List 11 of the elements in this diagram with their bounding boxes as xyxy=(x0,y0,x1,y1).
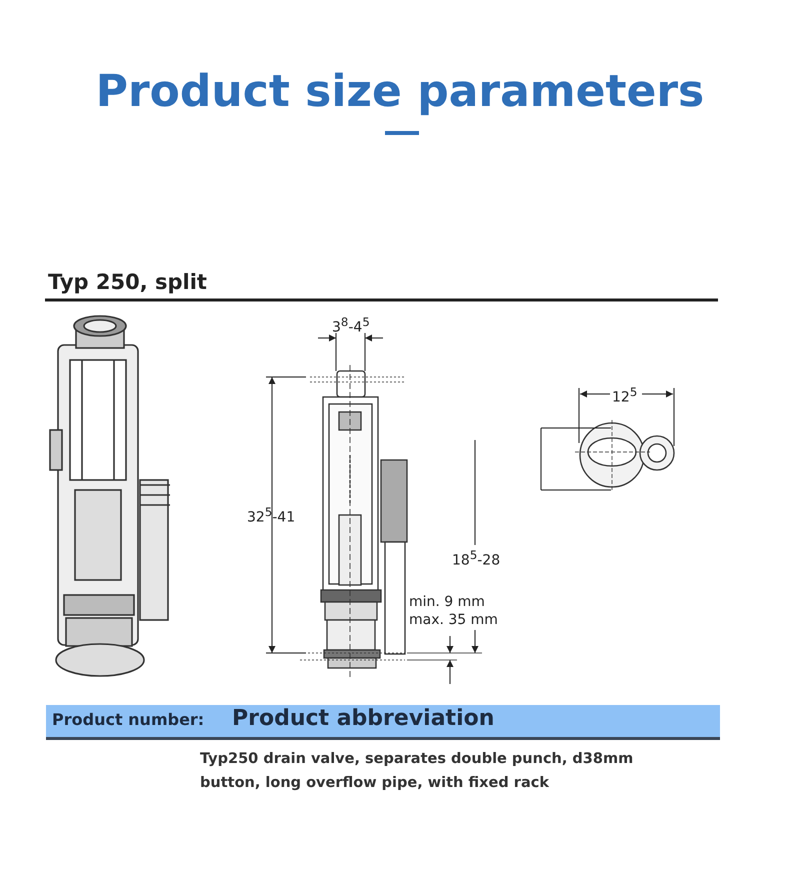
page-title: Product size parameters xyxy=(94,66,706,119)
field-value: Product abbreviation xyxy=(232,706,494,732)
dimension-label: max. 35 mm xyxy=(409,612,498,629)
dimension-label: min. 9 mm xyxy=(409,594,485,611)
description-text: Typ250 drain valve, separates double punch, d38mm button, long overflow pipe, with fixed rack xyxy=(200,750,634,793)
dimension-label: 32$^{5}$-41 xyxy=(247,505,296,526)
dimension-label: 12$^{5}$ xyxy=(612,385,638,406)
dimension-label: 18$^{5}$-28 xyxy=(452,548,500,570)
section-heading: Typ 250, split xyxy=(48,270,207,296)
field-label: Product number: xyxy=(52,710,204,730)
dimension-label: 3$^{8}$-4$^{5}$ xyxy=(332,315,370,336)
